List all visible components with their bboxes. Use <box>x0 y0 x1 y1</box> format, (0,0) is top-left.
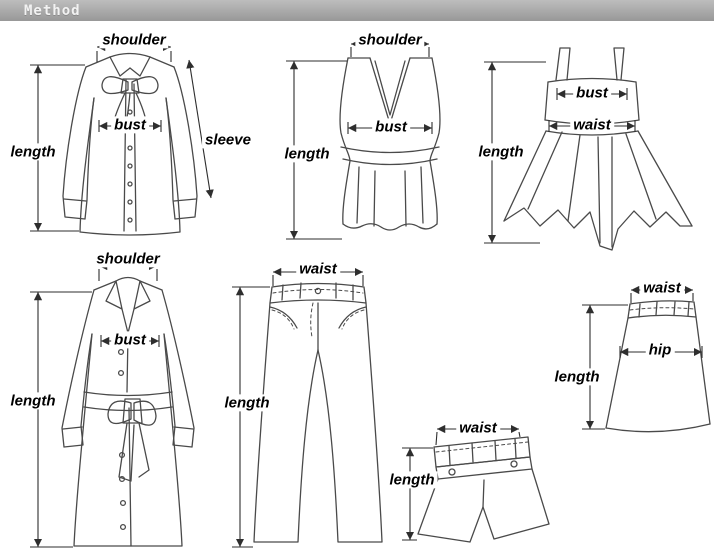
dress-length-label: length <box>475 143 527 161</box>
blouse-length-label: length <box>7 143 59 161</box>
pants-length-label: length <box>221 394 273 412</box>
blouse-illustration <box>62 52 198 236</box>
skirt-hip-label: hip <box>645 341 675 359</box>
pants-illustration <box>253 282 383 543</box>
coat-illustration <box>61 276 195 547</box>
skirt-dimension-arrows <box>582 285 703 430</box>
coat-bust-label: bust <box>111 331 149 349</box>
vest-length-label: length <box>281 145 333 163</box>
skirt-waist-label: waist <box>640 279 684 297</box>
blouse-shoulder-label: shoulder <box>99 31 169 49</box>
dress-bust-label: bust <box>573 84 611 102</box>
page-title: Method <box>24 2 81 19</box>
blouse-bust-label: bust <box>111 116 149 134</box>
shorts-dimension-arrows <box>402 424 521 541</box>
blouse-dimension-arrows <box>30 42 214 232</box>
skirt-length-label: length <box>551 368 603 386</box>
pants-waist-label: waist <box>296 260 340 278</box>
shorts-length-label: length <box>386 471 438 489</box>
vest-illustration <box>339 57 441 231</box>
dress-illustration <box>503 47 693 251</box>
titlebar: Method <box>0 0 714 21</box>
dress-waist-label: waist <box>570 116 614 134</box>
vest-bust-label: bust <box>372 118 410 136</box>
vest-dimension-arrows <box>286 39 433 240</box>
shorts-waist-label: waist <box>456 419 500 437</box>
coat-length-label: length <box>7 392 59 410</box>
skirt-illustration <box>605 300 711 433</box>
blouse-sleeve-label: sleeve <box>202 131 254 149</box>
vest-shoulder-label: shoulder <box>355 31 425 49</box>
shorts-illustration <box>417 436 550 543</box>
coat-shoulder-label: shoulder <box>93 250 163 268</box>
